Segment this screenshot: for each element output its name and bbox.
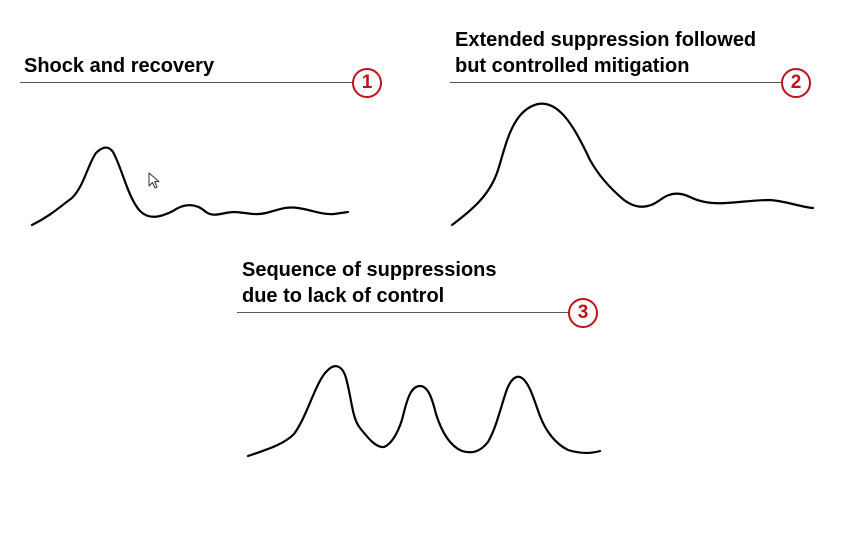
scenario-2-title-line-2: but controlled mitigation <box>455 55 690 77</box>
scenario-3-curve <box>246 365 602 458</box>
scenario-3-title: Sequence of suppressions due to lack of … <box>242 257 497 309</box>
scenario-2-rule <box>450 82 782 83</box>
scenario-2-title: Extended suppression followed but contro… <box>455 27 756 79</box>
scenario-3-title-line-1: Sequence of suppressions <box>242 259 497 281</box>
scenario-1-curve <box>30 146 350 227</box>
scenario-2-curve <box>450 102 815 227</box>
scenario-2-title-line-1: Extended suppression followed <box>455 29 757 51</box>
scenario-1-rule <box>20 82 354 83</box>
scenario-3-title-line-2: due to lack of control <box>242 285 445 307</box>
scenario-1-title: Shock and recovery <box>24 53 214 79</box>
scenario-3-rule <box>237 312 569 313</box>
scenario-2-badge: 2 <box>781 68 811 98</box>
scenario-1-badge: 1 <box>352 68 382 98</box>
scenario-1-title-line-1: Shock and recovery <box>24 55 215 77</box>
scenario-3-badge: 3 <box>568 298 598 328</box>
mouse-pointer-icon <box>148 172 160 189</box>
